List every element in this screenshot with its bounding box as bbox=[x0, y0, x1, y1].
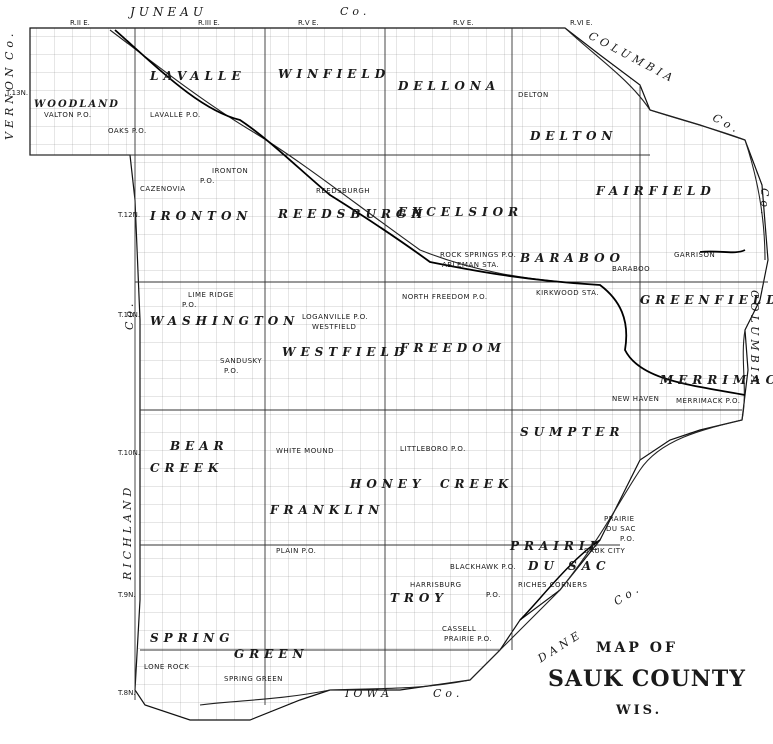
po-label: PRAIRIE bbox=[604, 515, 635, 523]
county-juneau-co: Co. bbox=[340, 5, 371, 18]
range-label: R.V E. bbox=[453, 19, 474, 27]
po-label: LITTLEBORO P.O. bbox=[400, 445, 466, 453]
po-label: ROCK SPRINGS P.O. bbox=[440, 251, 517, 259]
map-title-county: SAUK COUNTY bbox=[548, 666, 746, 692]
town-woodland: WOODLAND bbox=[34, 99, 120, 110]
po-label: P.O. bbox=[224, 367, 239, 375]
po-label: DU SAC bbox=[606, 525, 636, 533]
po-label: P.O. bbox=[182, 301, 197, 309]
po-label: REEDSBURGH bbox=[316, 187, 371, 195]
county-richland: RICHLAND bbox=[121, 483, 134, 580]
town-dellona: DELLONA bbox=[398, 79, 501, 93]
range-label: R.II E. bbox=[70, 19, 90, 27]
township-label: T.9N. bbox=[118, 591, 136, 599]
po-label: CASSELL bbox=[442, 625, 477, 633]
railroads bbox=[114, 29, 746, 396]
po-label: NORTH FREEDOM P.O. bbox=[402, 293, 488, 301]
town-washington: WASHINGTON bbox=[150, 314, 300, 328]
county-iowa-co: Co. bbox=[433, 687, 464, 700]
po-label: LONE ROCK bbox=[144, 663, 190, 671]
town-bear-creek: CREEK bbox=[150, 461, 224, 475]
range-label: R.VI E. bbox=[570, 19, 593, 27]
po-label: IRONTON bbox=[212, 167, 249, 175]
county-columbia-right-co: Co. bbox=[758, 188, 771, 219]
po-label: LOGANVILLE P.O. bbox=[302, 313, 369, 321]
map-title-line1: MAP OF bbox=[596, 640, 678, 656]
po-label: DELTON bbox=[518, 91, 549, 99]
county-vernon-co: Co. bbox=[3, 29, 16, 60]
town-franklin: FRANKLIN bbox=[270, 503, 385, 517]
po-label: BLACKHAWK P.O. bbox=[450, 563, 517, 571]
map-title-state: WIS. bbox=[616, 703, 663, 718]
county-juneau: JUNEAU bbox=[130, 5, 207, 19]
po-label: SAUK CITY bbox=[584, 547, 626, 555]
po-label: ABLEMAN STA. bbox=[442, 261, 500, 269]
county-vernon: VERNON bbox=[3, 63, 16, 140]
town-spring: SPRING bbox=[150, 631, 235, 645]
po-label: SPRING GREEN bbox=[224, 675, 283, 683]
township-label: T.8N. bbox=[118, 689, 136, 697]
po-label: MERRIMACK P.O. bbox=[676, 397, 741, 405]
po-label: NEW HAVEN bbox=[612, 395, 660, 403]
town-freedom: FREEDOM bbox=[400, 341, 506, 355]
po-label: SANDUSKY bbox=[220, 357, 263, 365]
rivers bbox=[109, 27, 766, 706]
po-label: BARABOO bbox=[612, 265, 651, 273]
po-label: PLAIN P.O. bbox=[276, 547, 317, 555]
po-label: P.O. bbox=[620, 535, 635, 543]
po-label: P.O. bbox=[486, 591, 501, 599]
town-lavalle: LAVALLE bbox=[150, 69, 246, 83]
town-baraboo: BARABOO bbox=[520, 251, 626, 265]
po-label: RICHES CORNERS bbox=[518, 581, 588, 589]
po-label: WHITE MOUND bbox=[276, 447, 334, 455]
town-winfield: WINFIELD bbox=[278, 67, 391, 81]
township-lines bbox=[30, 28, 768, 705]
township-label: T.10N. bbox=[118, 449, 141, 457]
town-greenfield: GREENFIELD bbox=[640, 293, 773, 307]
town-merrimack: MERRIMACK bbox=[660, 373, 773, 387]
po-label: P.O. bbox=[200, 177, 215, 185]
range-label: R.III E. bbox=[198, 19, 220, 27]
po-label: HARRISBURG bbox=[410, 581, 462, 589]
po-label: LIME RIDGE bbox=[188, 291, 234, 299]
town-sumpter: SUMPTER bbox=[520, 425, 625, 439]
po-label: OAKS P.O. bbox=[108, 127, 147, 135]
po-label: KIRKWOOD STA. bbox=[536, 289, 599, 297]
town-ironton: IRONTON bbox=[150, 209, 253, 223]
town-honey: HONEY bbox=[350, 477, 426, 491]
town-westfield: WESTFIELD bbox=[282, 345, 410, 359]
town-reedsburgh: REEDSBURGH bbox=[278, 207, 428, 221]
range-label: R.V E. bbox=[298, 19, 319, 27]
town-prairie: PRAIRIE bbox=[510, 539, 604, 553]
town-excelsior: EXCELSIOR bbox=[398, 205, 524, 219]
town-dusac: DU SAC bbox=[528, 559, 611, 573]
town-delton: DELTON bbox=[530, 129, 618, 143]
town-spring-green: GREEN bbox=[234, 647, 309, 661]
po-label: WESTFIELD bbox=[312, 323, 357, 331]
township-label: T.12N. bbox=[118, 211, 141, 219]
town-honey-creek: CREEK bbox=[440, 477, 514, 491]
town-bear: BEAR bbox=[170, 439, 229, 453]
county-iowa: IOWA bbox=[345, 687, 394, 700]
po-label: CAZENOVIA bbox=[140, 185, 186, 193]
po-label: VALTON P.O. bbox=[44, 111, 92, 119]
town-fairfield: FAIRFIELD bbox=[596, 184, 716, 198]
town-troy: TROY bbox=[390, 591, 448, 605]
po-label: LAVALLE P.O. bbox=[150, 111, 201, 119]
township-label: T.13N. bbox=[6, 89, 29, 97]
po-label: GARRISON bbox=[674, 251, 716, 259]
township-label: T.11N. bbox=[118, 311, 141, 319]
po-label: PRAIRIE P.O. bbox=[444, 635, 493, 643]
